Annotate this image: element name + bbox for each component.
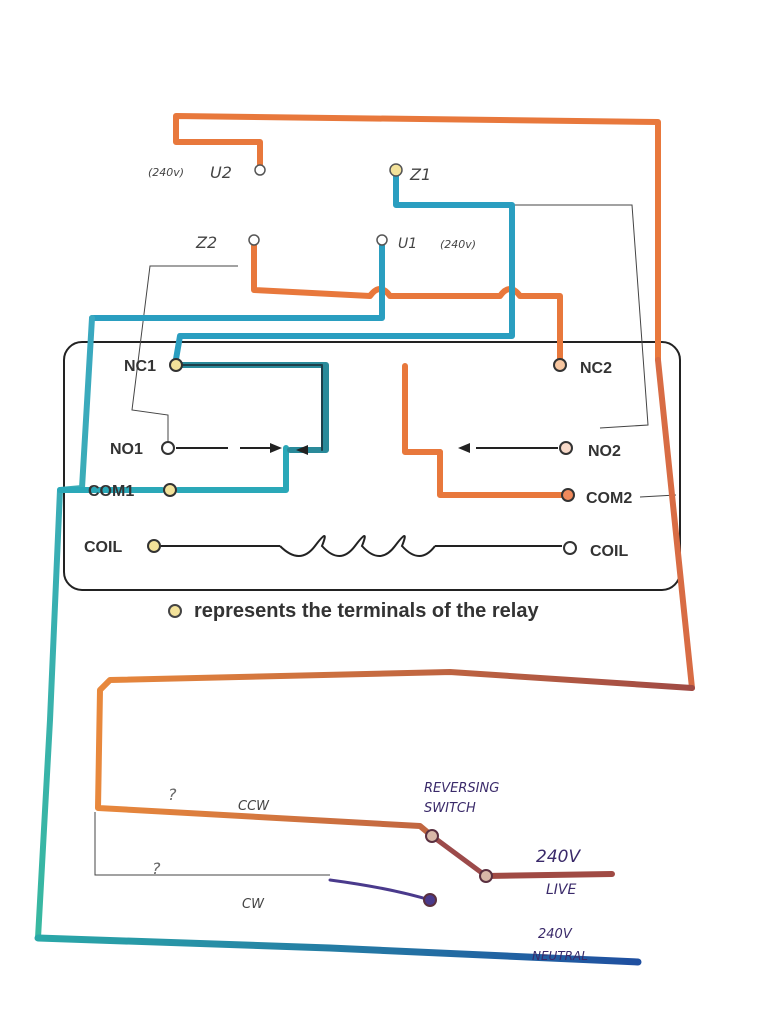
switch-upper-thin-wire [94, 812, 330, 876]
cw-switch-terminal [423, 893, 437, 907]
z1-thin-wire [512, 204, 649, 429]
z1-terminal [389, 163, 403, 177]
no2-terminal [559, 441, 573, 455]
switch-terminals [423, 829, 493, 907]
coil-winding [279, 535, 436, 557]
z2-thin-wire [131, 265, 238, 445]
nc1-arrowhead [296, 445, 308, 455]
com2-contact-wire [437, 449, 569, 498]
u1-wire [89, 239, 385, 321]
switch-ccw-feed [95, 669, 695, 839]
coil-right-terminal [563, 541, 577, 555]
nc1-terminal [169, 358, 183, 372]
relay-terminals [147, 358, 577, 555]
live-voltage-label: 240V [536, 847, 581, 867]
relay-arrows [270, 443, 470, 455]
switch-blade [429, 833, 489, 879]
nc2-label: NC2 [580, 360, 612, 377]
neutral-voltage-label: 240V [538, 927, 573, 942]
z1-wire [172, 171, 515, 368]
z2-label: Z2 [195, 233, 217, 252]
z1-label: Z1 [409, 165, 431, 184]
cw-wire [328, 878, 432, 902]
live-wire [483, 871, 615, 879]
no2-label: NO2 [588, 443, 621, 460]
com1-contact-wire [175, 445, 289, 493]
question-top: ? [168, 785, 177, 804]
coil-left-label: COIL [84, 539, 122, 556]
com1-terminal [163, 483, 177, 497]
teal-wires [89, 171, 515, 368]
nc1-dark-trace [181, 364, 323, 451]
no1-terminal [161, 441, 175, 455]
neutral-label: NEUTRAL [532, 949, 588, 963]
z2-terminal [248, 234, 260, 246]
live-label: LIVE [546, 882, 577, 898]
nc2-terminal [553, 358, 567, 372]
common-switch-terminal [479, 869, 493, 883]
orange-right-riser [655, 357, 695, 691]
u2-label: U2 [210, 163, 232, 182]
coil-right-label: COIL [590, 543, 628, 560]
question-bottom: ? [152, 859, 161, 878]
z2-nc2-wire [251, 241, 563, 367]
u1-terminal [376, 234, 388, 246]
coil-left-terminal [147, 539, 161, 553]
com2-terminal [561, 488, 575, 502]
thin-wires [94, 204, 677, 876]
cw-label: CW [242, 897, 265, 912]
relay-box [63, 341, 681, 591]
u1-label: U1 [398, 236, 417, 252]
com2-label: COM2 [586, 490, 632, 507]
ccw-switch-terminal [425, 829, 439, 843]
no1-arrowhead [270, 443, 282, 453]
legend-text: represents the terminals of the relay [194, 599, 539, 622]
u2-supply-wire [173, 113, 661, 363]
u2-note: (240v) [148, 166, 184, 179]
reversing-switch-title-line1: REVERSING [424, 781, 499, 796]
relay-contacts [160, 447, 562, 557]
reversing-switch-title-line2: SWITCH [424, 801, 476, 816]
neutral-wire [34, 934, 642, 966]
orange-wires [173, 113, 661, 498]
motor-terminals [248, 163, 403, 246]
nc2-contact-wire [402, 363, 443, 455]
relay-terminal-legend: represents the terminals of the relay [168, 598, 688, 624]
no1-label: NO1 [110, 441, 143, 458]
com1-label: COM1 [88, 483, 134, 500]
terminal-legend-icon [168, 604, 182, 618]
u1-note: (240v) [440, 238, 476, 251]
no2-arrowhead [458, 443, 470, 453]
nc1-label: NC1 [124, 358, 156, 375]
ccw-label: CCW [238, 799, 270, 814]
u2-terminal [254, 164, 266, 176]
nc1-contact-wire [179, 362, 329, 453]
